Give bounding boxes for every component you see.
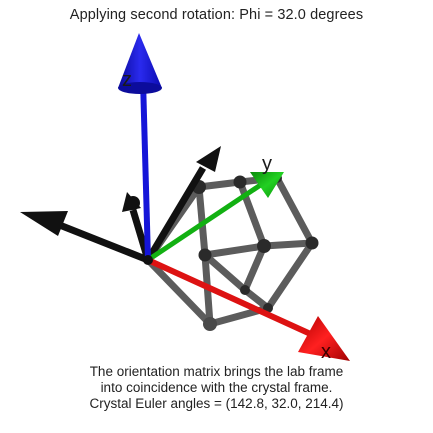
crystal-y-arrowhead bbox=[250, 172, 284, 198]
origin-point bbox=[143, 255, 153, 265]
caption-line-2: into coincidence with the crystal frame. bbox=[100, 380, 333, 395]
crystal-z-axis bbox=[118, 33, 162, 261]
crystal-cube-wireframe bbox=[144, 174, 316, 328]
crystal-x-arrowhead bbox=[298, 316, 350, 361]
lab-x-arrowhead bbox=[20, 211, 68, 236]
crystal-y-axis bbox=[146, 172, 284, 263]
x-axis-label: x bbox=[321, 341, 331, 363]
caption: The orientation matrix brings the lab fr… bbox=[0, 364, 433, 412]
lab-frame-axes bbox=[20, 146, 221, 264]
crystal-z-arrowhead bbox=[118, 33, 162, 88]
lab-y-axis bbox=[144, 166, 207, 262]
crystal-x-axis bbox=[146, 257, 350, 361]
caption-line-1: The orientation matrix brings the lab fr… bbox=[89, 364, 344, 379]
crystal-cube-vertices bbox=[192, 173, 319, 331]
z-axis-label: z bbox=[122, 69, 132, 91]
lab-x-axis bbox=[50, 218, 150, 264]
y-axis-label: y bbox=[262, 153, 272, 175]
lab-y-arrowhead bbox=[196, 146, 221, 172]
caption-line-3: Crystal Euler angles = (142.8, 32.0, 214… bbox=[89, 396, 344, 411]
rotation-step-title: Applying second rotation: Phi = 32.0 deg… bbox=[69, 7, 364, 23]
